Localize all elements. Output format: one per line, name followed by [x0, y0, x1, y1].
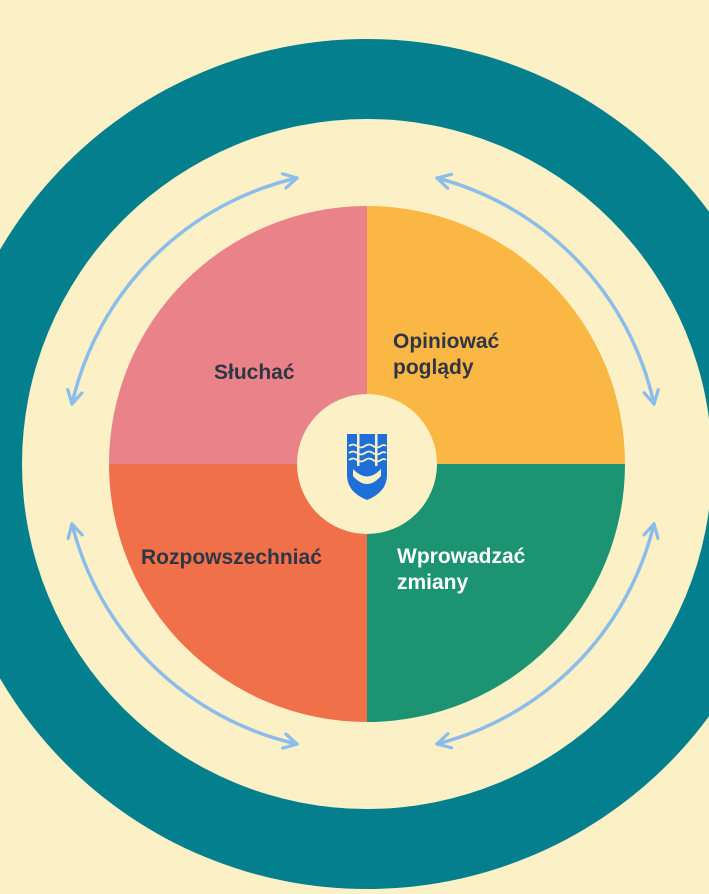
- label-opiniowac: Opiniować poglądy: [393, 329, 499, 381]
- label-wprowadzac: Wprowadzać zmiany: [397, 544, 525, 596]
- segment-rozpowszechniac: [109, 464, 367, 722]
- label-rozpowszechniac-line1: Rozpowszechniać: [141, 546, 322, 569]
- label-opiniowac-line1: Opiniować: [393, 330, 500, 353]
- segment-wprowadzac: [367, 464, 625, 722]
- cycle-arrows: [72, 178, 654, 744]
- label-sluchac-line1: Słuchać: [214, 361, 295, 384]
- cycle-arrow-bottom-left: [72, 522, 299, 744]
- label-rozpowszechniac: Rozpowszechniać: [141, 545, 322, 571]
- cycle-arrow-bottom-right: [435, 522, 654, 744]
- cycle-arrow-top-right: [435, 178, 654, 406]
- segment-sluchac: [109, 206, 367, 464]
- label-wprowadzac-line1: Wprowadzać: [397, 545, 526, 568]
- segment-opiniowac: [367, 206, 625, 464]
- label-opiniowac-line2: poglądy: [393, 356, 474, 379]
- label-sluchac: Słuchać: [214, 360, 295, 386]
- label-wprowadzac-line2: zmiany: [397, 571, 469, 594]
- cycle-arrow-top-left: [72, 178, 299, 406]
- shield-logo-icon: [347, 434, 387, 500]
